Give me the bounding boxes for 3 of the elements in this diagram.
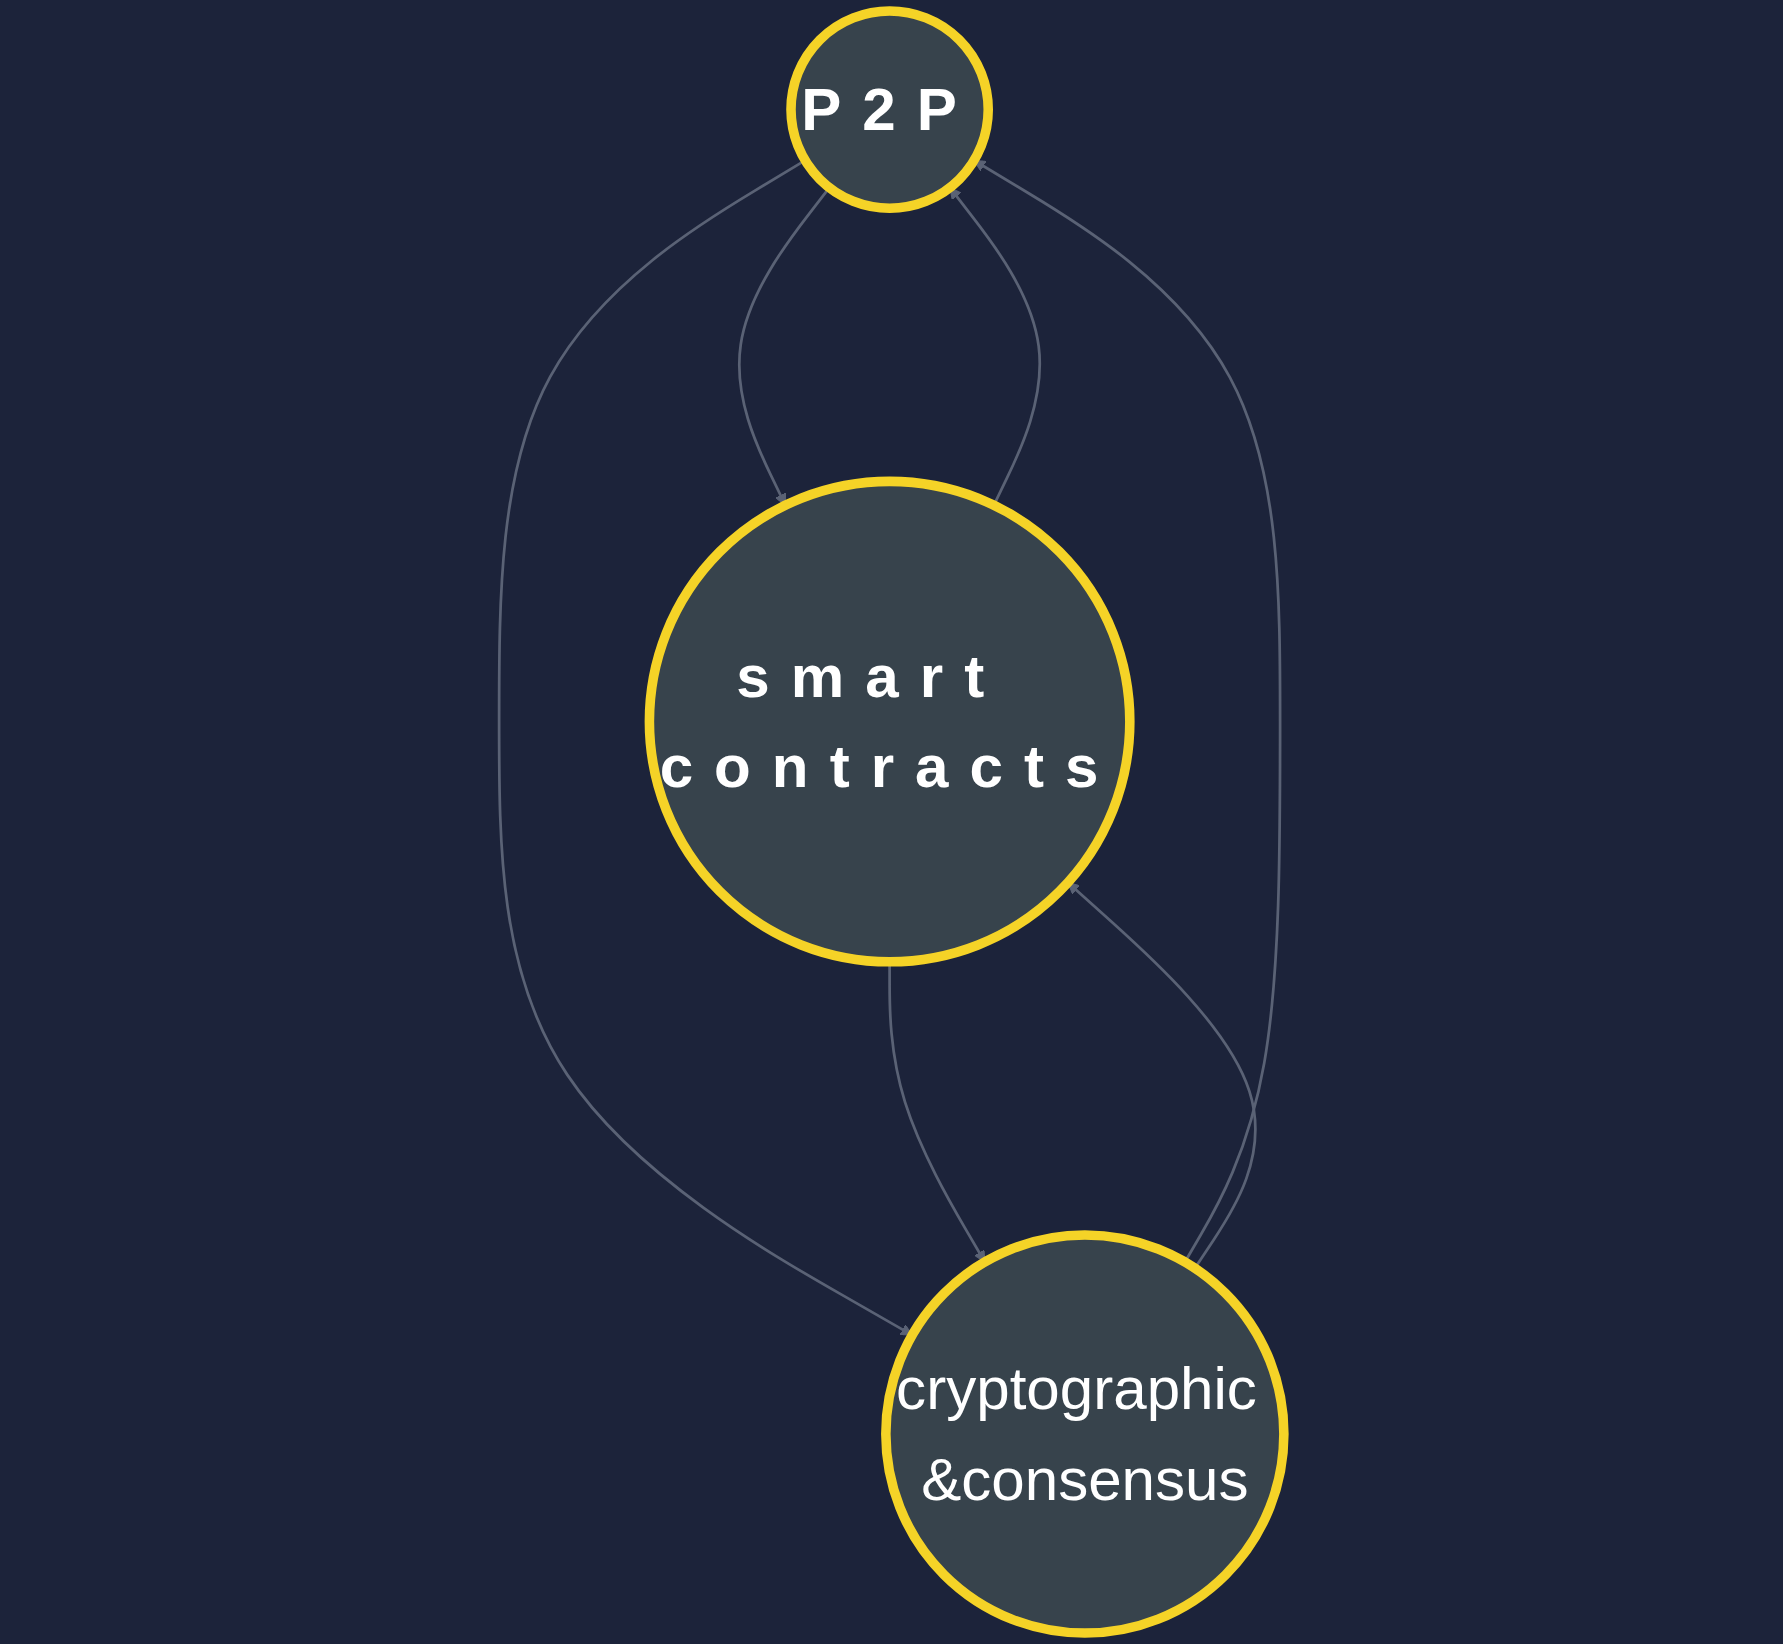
node-circle: P2P xyxy=(786,6,993,213)
node-circle: cryptographic &consensus xyxy=(881,1230,1289,1638)
node-circle: smart contracts xyxy=(644,476,1135,967)
